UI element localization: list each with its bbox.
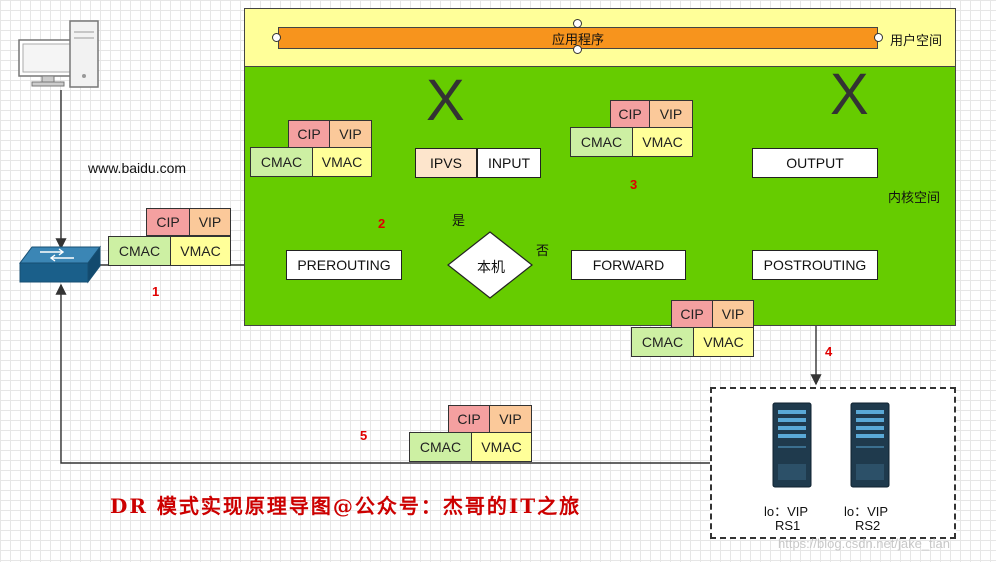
- blocked-x-mark: X: [426, 68, 465, 133]
- packet-1-cip: CIP: [146, 208, 190, 236]
- forward-label: FORWARD: [592, 257, 665, 273]
- local-label: 本机: [477, 259, 505, 275]
- packet-5-cmac: CMAC: [409, 432, 472, 462]
- rs2-name-label: RS2: [855, 518, 881, 533]
- yes-label: 是: [452, 213, 466, 228]
- packet-4-cip: CIP: [671, 300, 713, 328]
- local-decision-diamond[interactable]: [446, 230, 534, 300]
- blocked-x-mark: X: [830, 62, 869, 127]
- real-server-group: [710, 387, 956, 539]
- rs-to-switch-line: [55, 283, 710, 464]
- packet-3-cmac: CMAC: [570, 127, 633, 157]
- computer-icon: [18, 20, 99, 88]
- input-node[interactable]: INPUT: [477, 148, 541, 178]
- packet-4-vip: VIP: [712, 300, 754, 328]
- server-icon: [772, 402, 812, 488]
- postrouting-label: POSTROUTING: [763, 257, 867, 273]
- ipvs-node[interactable]: IPVS: [415, 148, 477, 178]
- switch-icon: [19, 245, 101, 284]
- packet-2-cmac: CMAC: [250, 147, 313, 177]
- packet-4-vmac: VMAC: [693, 327, 754, 357]
- packet-5-vmac: VMAC: [471, 432, 532, 462]
- forward-node[interactable]: FORWARD: [571, 250, 686, 280]
- handle-bottom[interactable]: [573, 45, 582, 54]
- prerouting-node[interactable]: PREROUTING: [286, 250, 402, 280]
- packet-1-vip: VIP: [189, 208, 231, 236]
- step-number: 3: [630, 177, 638, 192]
- packet-1-cmac: CMAC: [108, 236, 171, 266]
- packet-3-vip: VIP: [649, 100, 693, 128]
- output-label: OUTPUT: [786, 155, 844, 171]
- kernel-space-area: [244, 66, 956, 326]
- handle-left[interactable]: [272, 33, 281, 42]
- server-icon: [850, 402, 890, 488]
- output-node[interactable]: OUTPUT: [752, 148, 878, 178]
- step-number: 2: [378, 216, 386, 231]
- step-number: 5: [360, 428, 368, 443]
- client-domain-label: www.baidu.com: [88, 160, 187, 176]
- packet-5-vip: VIP: [489, 405, 532, 433]
- input-label: INPUT: [488, 155, 530, 171]
- postrouting-node[interactable]: POSTROUTING: [752, 250, 878, 280]
- kernel-space-label: 内核空间: [888, 190, 941, 205]
- packet-2-vmac: VMAC: [312, 147, 372, 177]
- no-label: 否: [536, 243, 550, 258]
- packet-5-cip: CIP: [448, 405, 490, 433]
- application-label: 应用程序: [551, 31, 604, 47]
- step-number: 1: [152, 284, 160, 299]
- step-number: 4: [825, 344, 833, 359]
- packet-1-vmac: VMAC: [170, 236, 231, 266]
- handle-right[interactable]: [874, 33, 883, 42]
- packet-3-cip: CIP: [610, 100, 650, 128]
- packet-2-vip: VIP: [329, 120, 372, 148]
- user-space-label: 用户空间: [890, 33, 943, 48]
- prerouting-label: PREROUTING: [297, 257, 391, 273]
- rs2-vip-label: lo：VIP: [844, 504, 889, 519]
- rs1-name-label: RS1: [775, 518, 801, 533]
- packet-2-cip: CIP: [288, 120, 330, 148]
- packet-4-cmac: CMAC: [631, 327, 694, 357]
- packet-3-vmac: VMAC: [632, 127, 693, 157]
- handle-top[interactable]: [573, 19, 582, 28]
- rs1-vip-label: lo：VIP: [764, 504, 809, 519]
- diagram-caption: DR 模式实现原理导图@公众号：杰哥的IT之旅: [110, 494, 582, 518]
- watermark-text: https://blog.csdn.net/jake_tian: [778, 536, 951, 551]
- ipvs-label: IPVS: [430, 155, 462, 171]
